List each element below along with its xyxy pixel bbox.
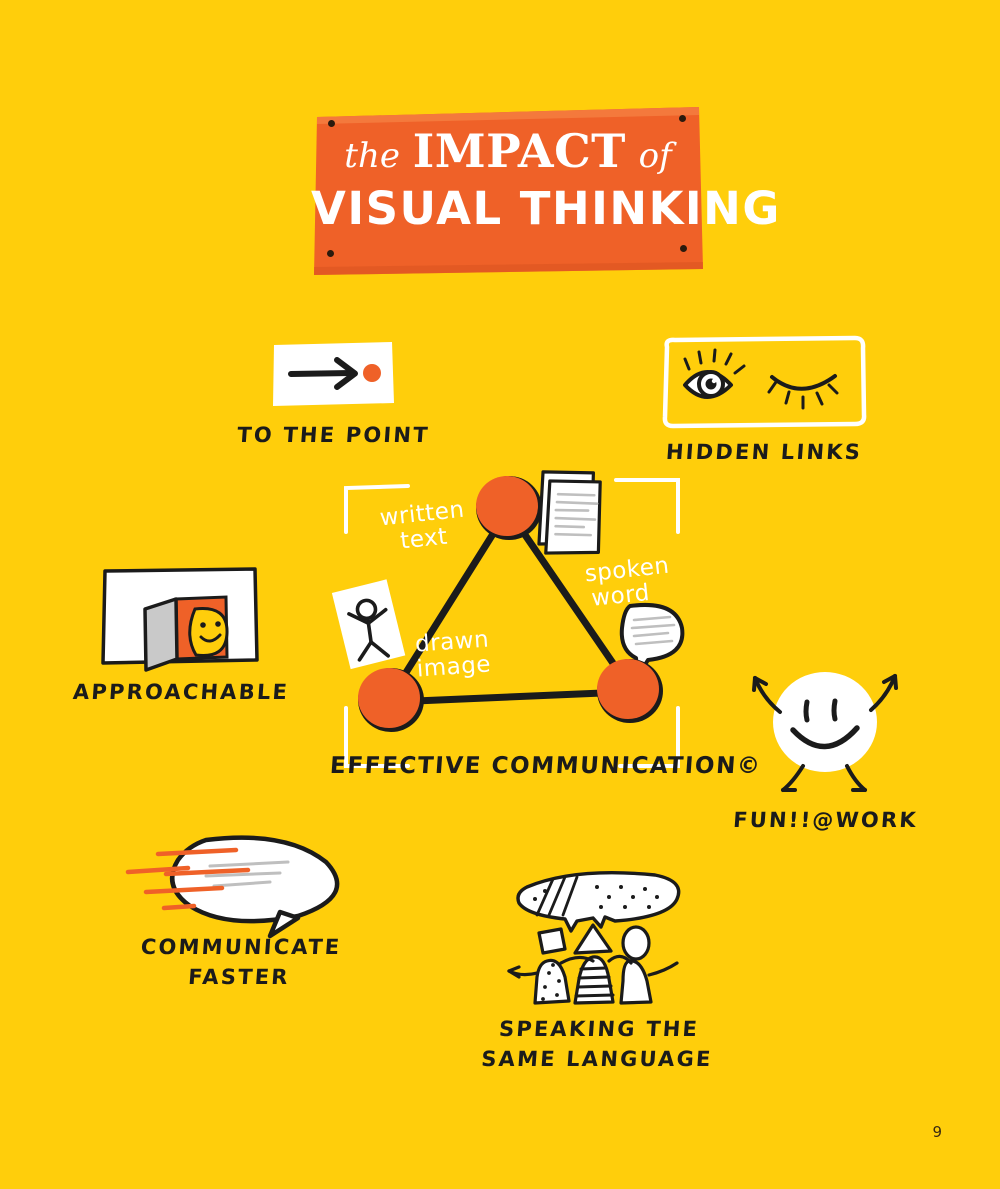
speaking-same-language-line-2: SAME LANGUAGE <box>480 1047 714 1071</box>
to-the-point-label: TO THE POINT <box>236 423 431 447</box>
banner-screw-bottom-left <box>327 250 334 257</box>
communicate-faster-line-2: FASTER <box>187 965 291 989</box>
node-label-spoken-word: spoken word <box>584 553 674 613</box>
drawn-image-line-2: image <box>416 651 492 683</box>
banner-word-of: of <box>638 136 672 176</box>
diagram-title: EFFECTIVE COMMUNICATION© <box>329 753 763 779</box>
banner-word-impact: IMPACT <box>412 124 626 178</box>
to-the-point-icon <box>271 339 396 409</box>
fun-at-work-label: FUN!!@WORK <box>732 808 919 832</box>
hidden-links-icon <box>659 335 869 430</box>
banner-screw-top-left <box>328 120 335 127</box>
speaking-same-language-label: SPEAKING THE SAME LANGUAGE <box>476 1014 720 1074</box>
banner-title-line-1: the IMPACT of <box>311 128 705 179</box>
page-number: 9 <box>932 1123 942 1141</box>
effective-communication-diagram <box>330 470 690 790</box>
node-label-drawn-image: drawn image <box>414 626 492 683</box>
approachable-label: APPROACHABLE <box>72 680 290 704</box>
node-label-written-text: written text <box>379 497 469 557</box>
banner-shape <box>314 107 703 275</box>
fun-at-work-icon <box>735 660 915 800</box>
speaking-same-language-icon <box>505 865 690 1005</box>
communicate-faster-label: COMMUNICATE FASTER <box>123 932 357 992</box>
banner-word-the: the <box>344 136 400 176</box>
communicate-faster-line-1: COMMUNICATE <box>140 935 343 959</box>
hidden-links-label: HIDDEN LINKS <box>665 440 863 464</box>
banner: the IMPACT of VISUAL THINKING <box>311 103 781 278</box>
banner-screw-top-right <box>679 115 686 122</box>
communicate-faster-icon <box>118 830 358 940</box>
banner-screw-bottom-right <box>680 245 687 252</box>
approachable-icon <box>100 565 260 675</box>
speaking-same-language-line-1: SPEAKING THE <box>498 1017 700 1041</box>
banner-title-line-2: VISUAL THINKING <box>311 182 781 235</box>
